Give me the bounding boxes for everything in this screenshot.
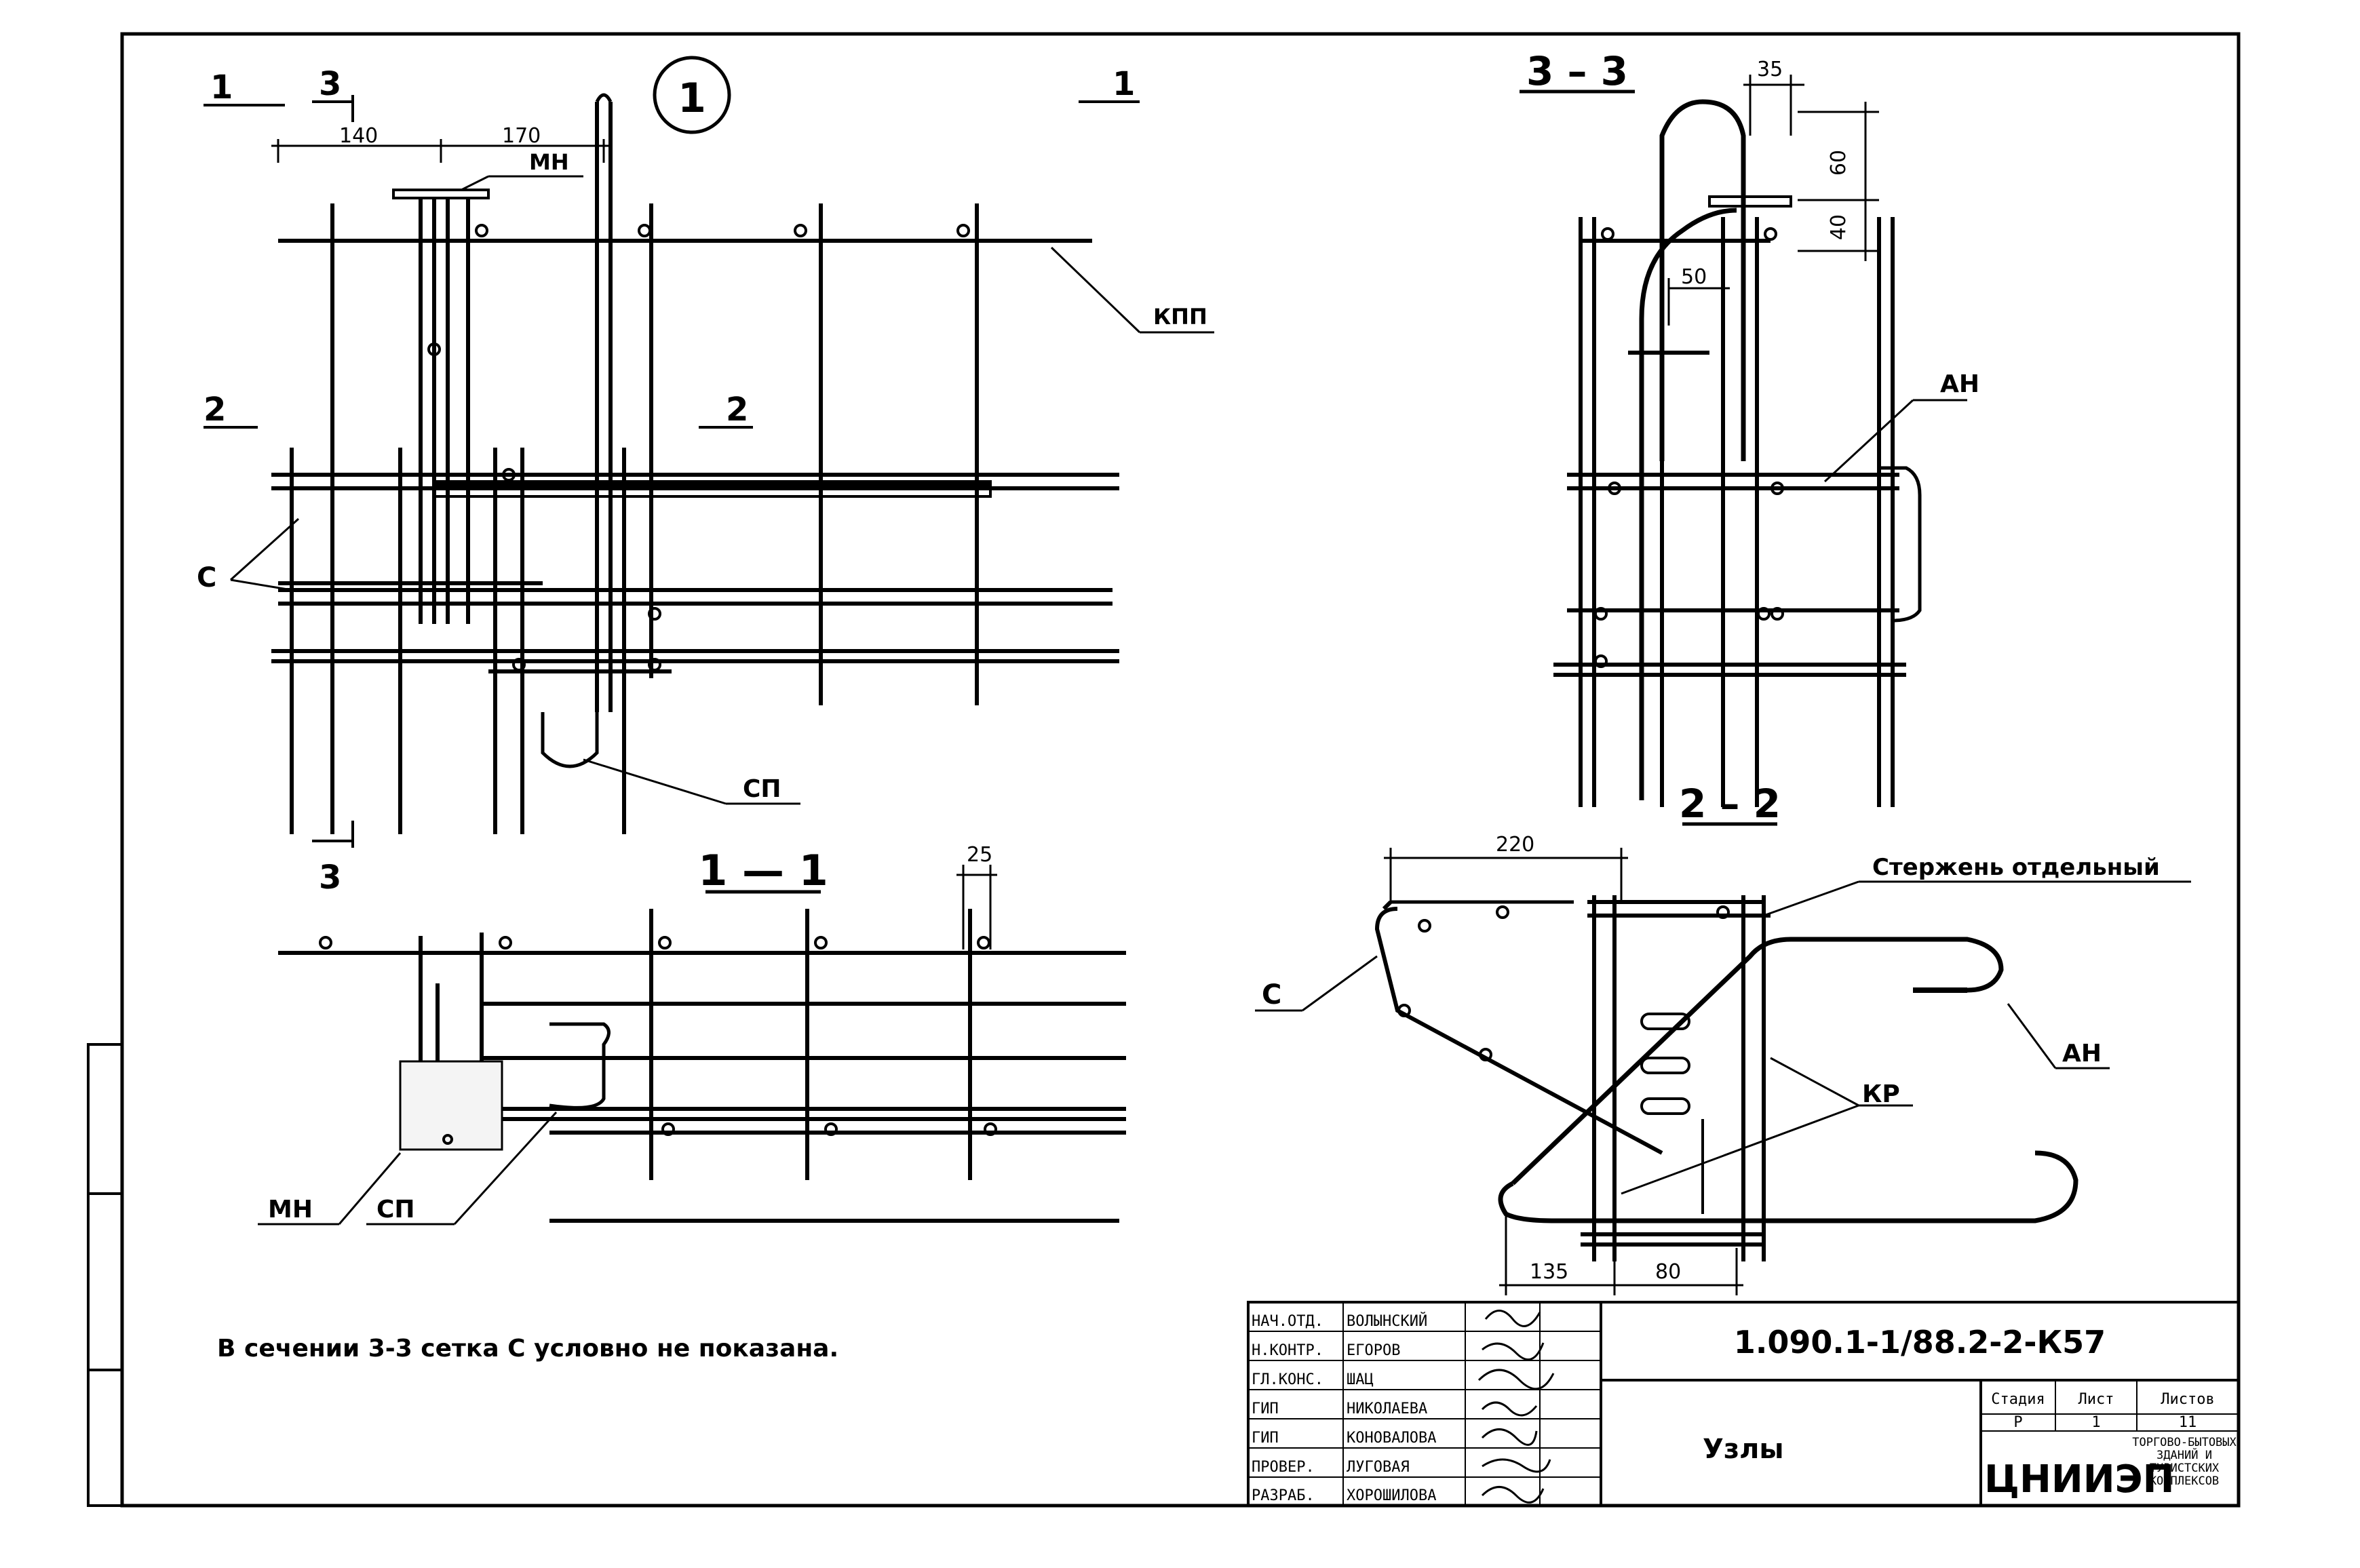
title-section-1-1: 1 — 1 — [698, 846, 828, 895]
cut-2-right-label: 2 — [726, 391, 748, 429]
sig-name-3: НИКОЛАЕВА — [1347, 1400, 1427, 1417]
label-kpp: КПП — [1153, 304, 1207, 330]
sig-role-6: РАЗРАБ. — [1252, 1487, 1315, 1504]
dim-220: 220 — [1496, 833, 1534, 857]
dim-50: 50 — [1681, 265, 1707, 289]
label-rod-separate: Стержень отдельный — [1872, 854, 2160, 881]
org-subtitle-box: ТОРГОВО-БЫТОВЫХ ЗДАНИЙ И ТУРИСТСКИХ КОМП… — [2132, 1436, 2237, 1488]
section-3-3-annotations — [1520, 75, 1967, 483]
label-c-left: С — [197, 562, 216, 593]
label-an-33: АН — [1940, 370, 1979, 398]
sheets-header: Листов — [2161, 1391, 2214, 1408]
dim-40: 40 — [1827, 214, 1851, 240]
section-1-1 — [278, 909, 1126, 1223]
drawing-note: В сечении 3-3 сетка С условно не показан… — [217, 1335, 838, 1363]
sig-name-0: ВОЛЫНСКИЙ — [1347, 1312, 1427, 1330]
dim-60: 60 — [1827, 150, 1851, 176]
title-section-3-3: 3 – 3 — [1526, 48, 1628, 94]
cut-3-bottom-label: 3 — [319, 859, 341, 897]
dim-80: 80 — [1655, 1260, 1681, 1284]
plan-view — [271, 93, 1119, 834]
label-an-22: АН — [2062, 1040, 2102, 1067]
stage-header: Стадия — [1991, 1391, 2045, 1408]
sig-name-5: ЛУГОВАЯ — [1347, 1459, 1410, 1476]
sig-role-2: ГЛ.КОНС. — [1252, 1371, 1323, 1388]
cut-2-left-label: 2 — [204, 391, 226, 429]
cut-1-left-label: 1 — [210, 68, 233, 106]
dim-170: 170 — [502, 124, 541, 148]
label-sp-bottom: СП — [376, 1196, 415, 1223]
sheets-value: 11 — [2179, 1414, 2197, 1431]
node-number: 1 — [678, 75, 706, 122]
sheet-frame — [87, 32, 2241, 1508]
dim-25: 25 — [967, 843, 992, 867]
label-sp-top: СП — [743, 775, 781, 803]
title-block-signatures: НАЧ.ОТД. ВОЛЫНСКИЙ Н.КОНТР. ЕГОРОВ ГЛ.КО… — [1252, 1312, 1436, 1504]
org-name: ЦНИИЭП — [1984, 1457, 2175, 1502]
section-1-1-annotations — [258, 865, 997, 1226]
section-3-3 — [1553, 99, 1922, 807]
sig-role-4: ГИП — [1252, 1430, 1279, 1447]
label-mn-top: МН — [529, 149, 569, 175]
section-2-2 — [1374, 895, 2078, 1261]
sig-role-1: Н.КОНТР. — [1252, 1342, 1323, 1359]
sig-name-2: ШАЦ — [1347, 1371, 1374, 1388]
sig-name-4: КОНОВАЛОВА — [1347, 1430, 1436, 1447]
sig-name-1: ЕГОРОВ — [1347, 1342, 1400, 1359]
label-kr: КР — [1862, 1080, 1900, 1108]
dim-35: 35 — [1757, 58, 1783, 81]
cut-3-top-label: 3 — [319, 65, 341, 103]
label-mn-bottom: МН — [268, 1196, 313, 1223]
sheet-name: Узлы — [1703, 1434, 1784, 1465]
sig-name-6: ХОРОШИЛОВА — [1347, 1487, 1436, 1504]
dim-135: 135 — [1530, 1260, 1568, 1284]
sheet-value: 1 — [2091, 1414, 2100, 1431]
title-section-2-2: 2 – 2 — [1679, 781, 1781, 827]
org-subtitle: ТОРГОВО-БЫТОВЫХ ЗДАНИЙ И ТУРИСТСКИХ КОМП… — [2132, 1436, 2237, 1488]
label-c-22: С — [1262, 979, 1281, 1011]
cut-1-right-label: 1 — [1113, 65, 1135, 103]
sig-role-3: ГИП — [1252, 1400, 1279, 1417]
plan-annotations — [204, 56, 1214, 848]
title-block — [1247, 1301, 2240, 1507]
drawing-code: 1.090.1-1/88.2-2-К57 — [1734, 1324, 2106, 1360]
sig-role-5: ПРОВЕР. — [1252, 1459, 1315, 1476]
section-2-2-annotations — [1255, 822, 2191, 1295]
sig-role-0: НАЧ.ОТД. — [1252, 1313, 1323, 1330]
sheet-header: Лист — [2078, 1391, 2114, 1408]
stage-value: Р — [2013, 1414, 2022, 1431]
dim-140: 140 — [339, 124, 378, 148]
